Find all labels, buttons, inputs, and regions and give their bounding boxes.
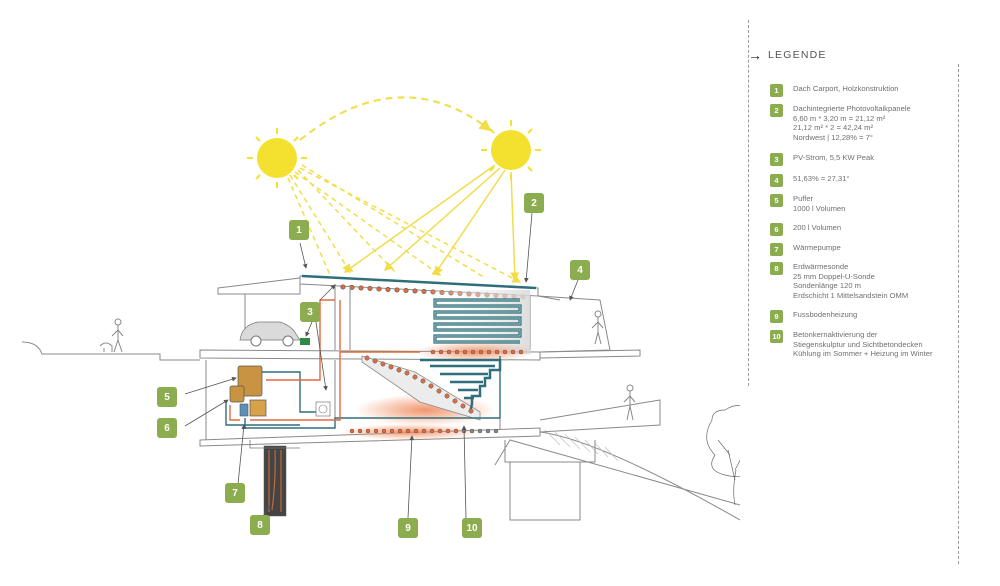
legend-item-text: Dach Carport, Holzkonstruktion: [793, 84, 899, 97]
stair-activation-dots: [364, 355, 474, 414]
legend-item-line: 21,12 m² * 2 = 42,24 m²: [793, 123, 873, 133]
legend-item-number: 2: [770, 104, 783, 117]
terrain-hatch: [544, 429, 619, 462]
legend-item-number: 3: [770, 153, 783, 166]
legend-item-line: Sondenlänge 120 m: [793, 281, 861, 291]
callout-2: 2: [524, 193, 544, 213]
hot-water-tank: [229, 385, 245, 403]
legend-item-line: Fussbodenheizung: [793, 310, 858, 319]
legend-item-text: PV-Strom, 5,5 KW Peak: [793, 153, 874, 166]
callout-5: 5: [157, 387, 177, 407]
callout-7: 7: [225, 483, 245, 503]
legend-item-text: 51,63% = 27,31°: [793, 174, 849, 187]
legend-item-line: Dach Carport, Holzkonstruktion: [793, 84, 899, 93]
washing-machine: [315, 401, 331, 417]
pv-inverter: [300, 338, 310, 345]
legend-item-line: 200 l Volumen: [793, 223, 842, 232]
legend-item-line: Erdschicht 1 Mittelsandstein OMM: [793, 291, 909, 301]
lower-floor-heating-dots: [349, 428, 499, 434]
legend-item-6: 6 200 l Volumen: [770, 223, 841, 236]
legend-item-number: 9: [770, 310, 783, 323]
legend-item-line: Stiegenskulptur und Sichtbetondecken: [793, 339, 923, 349]
legend-item-9: 9 Fussbodenheizung: [770, 310, 857, 323]
upper-floor-heating-dots: [430, 349, 524, 355]
heat-pump-unit: [239, 403, 249, 417]
legend-item-7: 7 Wärmepumpe: [770, 243, 841, 256]
legend-divider-right: [958, 64, 959, 564]
legend-item-1: 1 Dach Carport, Holzkonstruktion: [770, 84, 899, 97]
callout-1: 1: [289, 220, 309, 240]
house-section-drawing: [21, 96, 740, 521]
legend-item-line: Kühlung im Sommer + Heizung im Winter: [793, 349, 933, 359]
legend-item-line: Betonkernaktivierung der: [793, 330, 878, 339]
leader-arrows: [184, 212, 579, 519]
legend-item-number: 1: [770, 84, 783, 97]
legend-item-number: 7: [770, 243, 783, 256]
legend-item-line: 25 mm Doppel-U-Sonde: [793, 271, 875, 281]
person-left-icon: [99, 318, 124, 353]
callout-10: 10: [462, 518, 482, 538]
legend-item-line: PV-Strom, 5,5 KW Peak: [793, 153, 875, 162]
legend-item-number: 6: [770, 223, 783, 236]
arrow-right-icon: →: [748, 47, 762, 63]
legend-item-text: Wärmepumpe: [793, 243, 841, 256]
legend-item-text: Fussbodenheizung: [793, 310, 857, 323]
car-icon: [239, 321, 301, 347]
legend-item-text: 200 l Volumen: [793, 223, 841, 236]
legend-item-line: 1000 l Volumen: [793, 203, 846, 213]
legend-divider-left: [748, 20, 749, 386]
supply-pipes: [225, 299, 501, 429]
tree-icon: [706, 405, 740, 506]
sun-rays-high: [343, 164, 520, 282]
wall-meander-inner: [434, 299, 521, 343]
sun-right-icon: [481, 120, 541, 180]
ground-probe: [249, 440, 300, 517]
person-right-icon: [623, 384, 636, 421]
callout-4: 4: [570, 260, 590, 280]
legend-item-number: 10: [770, 330, 783, 343]
callout-6: 6: [157, 418, 177, 438]
heat-pump: [249, 399, 267, 417]
legend-item-4: 4 51,63% = 27,31°: [770, 174, 849, 187]
callout-9: 9: [398, 518, 418, 538]
sun-path-arc: [299, 96, 492, 141]
callout-8: 8: [250, 515, 270, 535]
terraces: [537, 295, 661, 433]
sun-rays-low: [287, 164, 522, 283]
legend-item-number: 5: [770, 194, 783, 207]
legend-item-line: Erdwärmesonde: [793, 262, 849, 271]
legend-item-line: Dachintegrierte Photovoltaikpanele: [793, 104, 911, 113]
legend-title: LEGENDE: [768, 49, 827, 61]
legend-item-line: Nordwest | 12,28% = 7°: [793, 133, 873, 143]
legend-item-line: 51,63% = 27,31°: [793, 174, 850, 183]
sun-left-icon: [247, 128, 307, 188]
legend-header: → LEGENDE: [748, 48, 827, 62]
person-terrace-icon: [591, 310, 604, 345]
legend-item-number: 4: [770, 174, 783, 187]
legend-item-line: Wärmepumpe: [793, 243, 841, 252]
legend-item-line: 6,60 m * 3,20 m = 21,12 m²: [793, 113, 886, 123]
legend-item-number: 8: [770, 262, 783, 275]
terrain: [21, 341, 740, 521]
legend-item-3: 3 PV-Strom, 5,5 KW Peak: [770, 153, 874, 166]
legend-item-line: Puffer: [793, 194, 814, 203]
callout-3: 3: [300, 302, 320, 322]
